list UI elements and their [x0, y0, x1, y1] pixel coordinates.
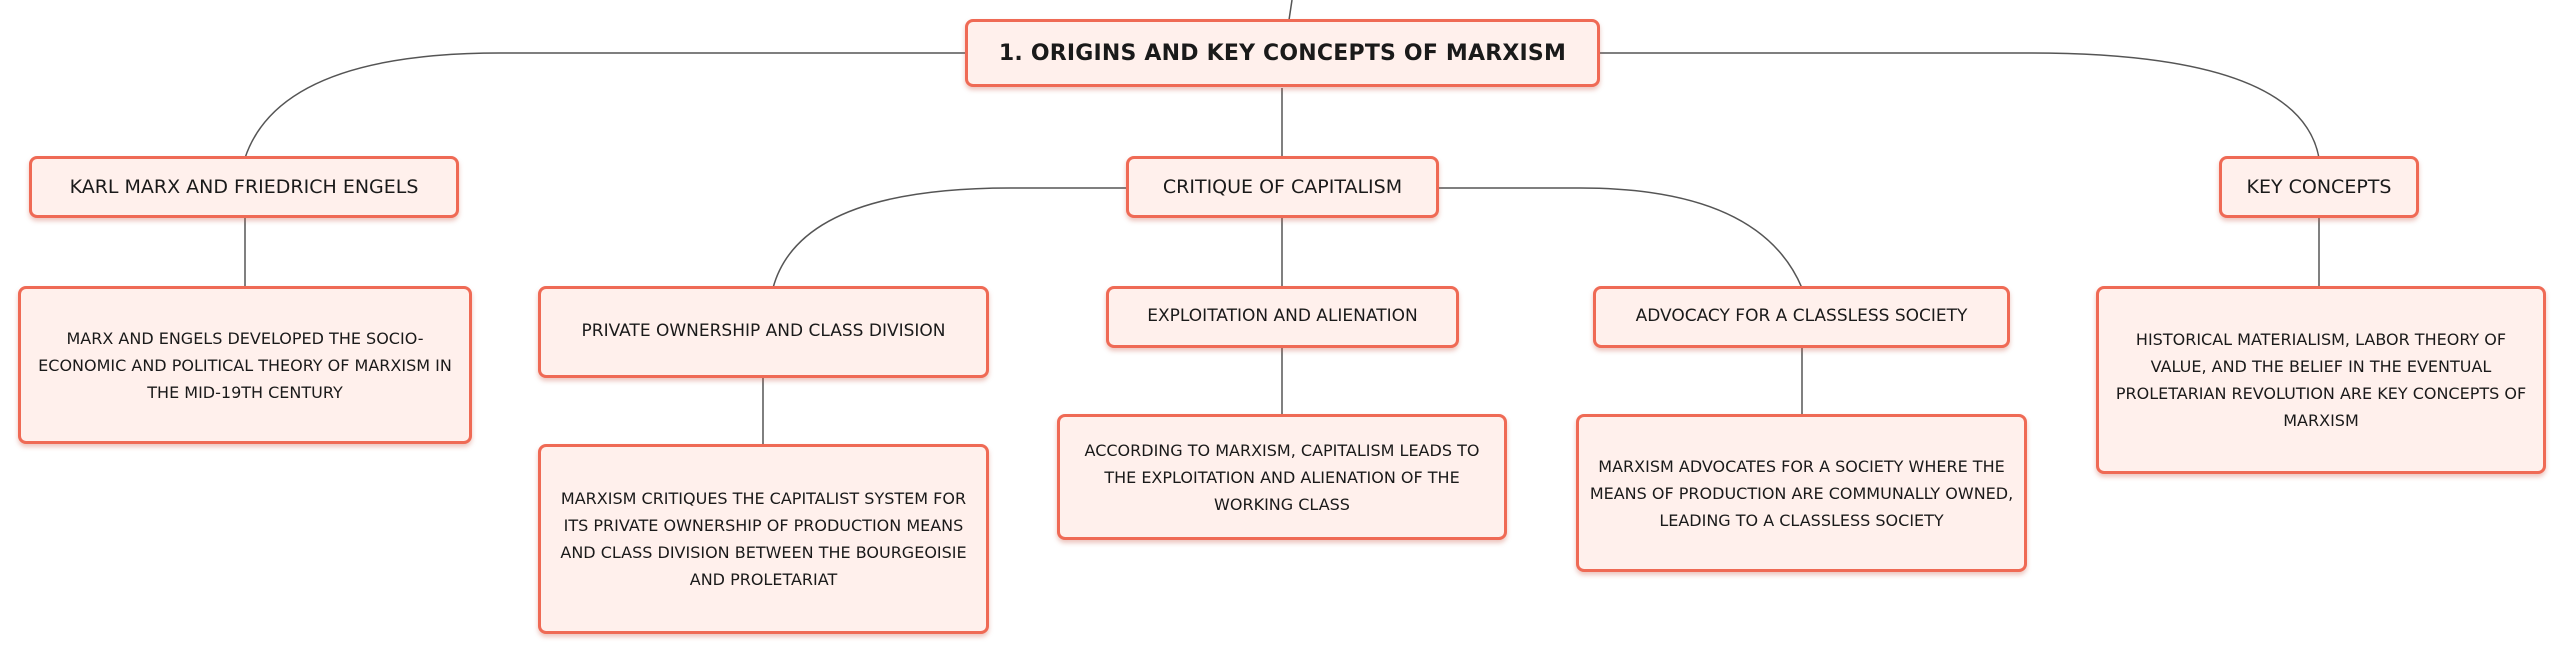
branch-node-critique-of-capitalism[interactable]: CRITIQUE OF CAPITALISM: [1126, 156, 1439, 218]
topic-node-exploitation[interactable]: EXPLOITATION AND ALIENATION: [1106, 286, 1459, 348]
topic-label: EXPLOITATION AND ALIENATION: [1147, 306, 1418, 327]
connector-critique-to-private-ownership: [772, 187, 1128, 289]
detail-text: MARXISM CRITIQUES THE CAPITALIST SYSTEM …: [560, 489, 967, 589]
detail-node-classless-society[interactable]: MARXISM ADVOCATES FOR A SOCIETY WHERE TH…: [1576, 414, 2027, 572]
connector-critique-to-classless: [1437, 187, 1803, 289]
branch-node-marx-engels[interactable]: KARL MARX AND FRIEDRICH ENGELS: [29, 156, 459, 218]
root-node[interactable]: 1. ORIGINS AND KEY CONCEPTS OF MARXISM: [965, 19, 1600, 87]
branch-node-key-concepts[interactable]: KEY CONCEPTS: [2219, 156, 2419, 218]
topic-label: ADVOCACY FOR A CLASSLESS SOCIETY: [1635, 306, 1968, 327]
root-label: 1. ORIGINS AND KEY CONCEPTS OF MARXISM: [998, 40, 1567, 66]
branch-label: KEY CONCEPTS: [2246, 175, 2392, 198]
branch-label: KARL MARX AND FRIEDRICH ENGELS: [69, 175, 419, 198]
detail-node-key-concepts[interactable]: HISTORICAL MATERIALISM, LABOR THEORY OF …: [2096, 286, 2546, 474]
detail-text: MARXISM ADVOCATES FOR A SOCIETY WHERE TH…: [1589, 456, 2014, 530]
connector-root-to-marx-engels: [244, 52, 968, 159]
topic-label: PRIVATE OWNERSHIP AND CLASS DIVISION: [581, 321, 946, 342]
topic-node-private-ownership[interactable]: PRIVATE OWNERSHIP AND CLASS DIVISION: [538, 286, 989, 378]
detail-node-private-ownership[interactable]: MARXISM CRITIQUES THE CAPITALIST SYSTEM …: [538, 444, 989, 634]
detail-text: HISTORICAL MATERIALISM, LABOR THEORY OF …: [2115, 330, 2527, 430]
detail-text: ACCORDING TO MARXISM, CAPITALISM LEADS T…: [1084, 440, 1480, 514]
detail-text: MARX AND ENGELS DEVELOPED THE SOCIO-ECON…: [38, 328, 452, 402]
branch-label: CRITIQUE OF CAPITALISM: [1162, 175, 1403, 198]
detail-node-marx-engels[interactable]: MARX AND ENGELS DEVELOPED THE SOCIO-ECON…: [18, 286, 472, 444]
topic-node-classless-society[interactable]: ADVOCACY FOR A CLASSLESS SOCIETY: [1593, 286, 2010, 348]
connector-root-to-key-concepts: [1598, 52, 2320, 159]
detail-node-exploitation[interactable]: ACCORDING TO MARXISM, CAPITALISM LEADS T…: [1057, 414, 1507, 540]
connector-root-incoming: [1288, 0, 1293, 21]
